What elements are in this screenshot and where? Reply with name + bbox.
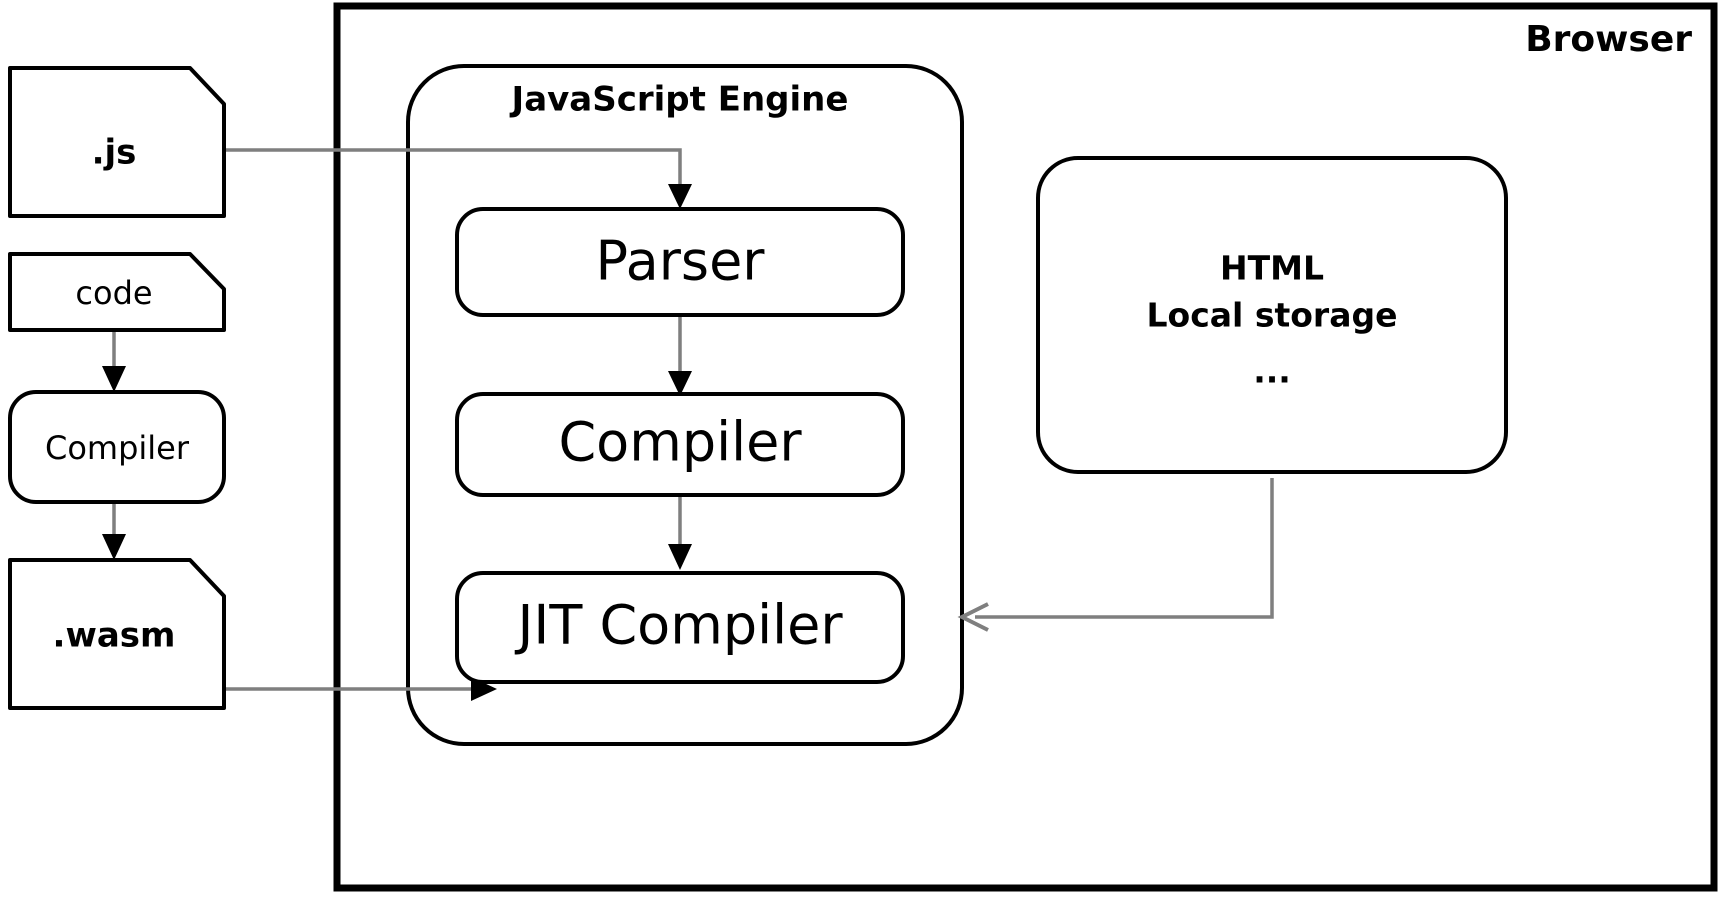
- jit-compiler-label: JIT Compiler: [514, 594, 843, 657]
- arrowhead-code-to-compiler: [102, 366, 126, 392]
- arrowhead-js-to-parser: [668, 184, 692, 209]
- jit-compiler-box[interactable]: [455, 571, 905, 684]
- arrowhead-parser-to-compiler: [668, 371, 692, 396]
- storage-box[interactable]: [1036, 156, 1508, 474]
- compiler-external-box[interactable]: [8, 390, 226, 504]
- js-file-label: .js: [92, 133, 137, 173]
- wasm-file-shape[interactable]: [8, 558, 226, 710]
- js-engine-label: JavaScript Engine: [510, 80, 849, 120]
- compiler-internal-label: Compiler: [558, 411, 802, 474]
- compiler-internal-box[interactable]: [455, 392, 905, 497]
- storage-line-html: HTML: [1220, 249, 1324, 288]
- connector-storage-to-jsengine: [975, 478, 1274, 619]
- browser-container[interactable]: [333, 2, 1718, 892]
- code-file-shape[interactable]: [8, 252, 226, 332]
- arrowhead-compiler-to-jit: [668, 544, 692, 570]
- compiler-external-label: Compiler: [45, 429, 190, 467]
- wasm-file-label: .wasm: [53, 616, 176, 656]
- storage-line-local-storage: Local storage: [1147, 296, 1398, 335]
- code-file-label: code: [75, 274, 152, 312]
- parser-label: Parser: [596, 230, 766, 293]
- arrowhead-compiler-to-wasm: [102, 534, 126, 560]
- browser-label: Browser: [1525, 19, 1692, 60]
- connector-js-to-parser: [224, 148, 682, 196]
- arrowhead-storage-to-jsengine: [957, 602, 989, 632]
- storage-line-ellipsis: ...: [1253, 352, 1291, 391]
- js-file-shape[interactable]: [8, 66, 226, 218]
- parser-box[interactable]: [455, 207, 905, 317]
